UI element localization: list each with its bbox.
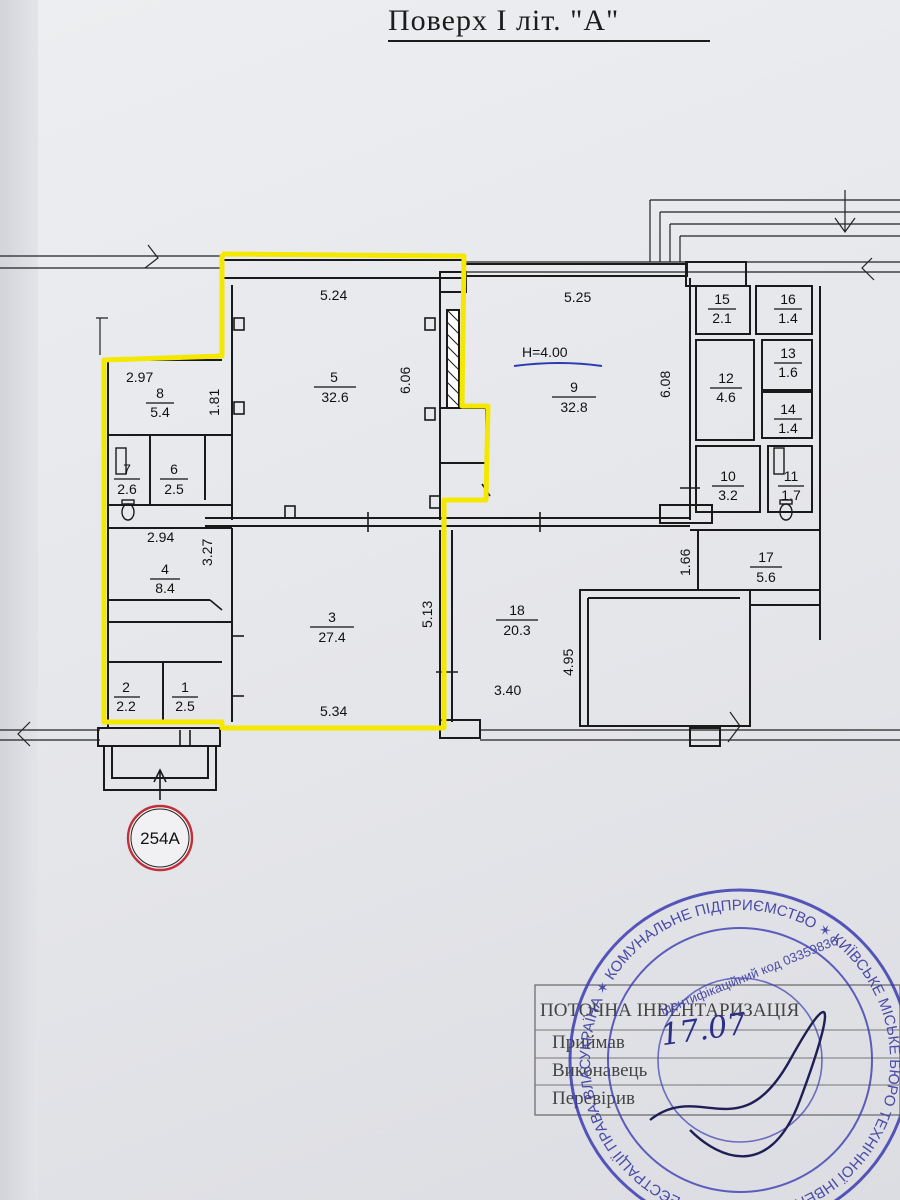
dimension-labels: 5.24 5.25 6.06 6.08 2.97 1.81 2.94 3.27 … [126,287,693,719]
dim-room17-length: 1.66 [677,549,693,576]
room-4-number: 4 [161,561,169,577]
dim-room3-width: 5.34 [320,703,347,719]
dim-room5-width: 5.24 [320,287,347,303]
room-5-area: 32.6 [321,389,348,405]
room-13-area: 1.6 [778,364,798,380]
room-10-number: 10 [720,468,736,484]
room-6-number: 6 [170,461,178,477]
room-10-area: 3.2 [718,487,738,503]
room-areas: 2.5 2.2 27.4 8.4 32.6 2.5 2.6 5.4 32.8 3… [116,310,801,714]
dim-room5-length: 6.06 [397,367,413,394]
highlight-boundary [101,251,491,731]
room-18-area: 20.3 [503,622,530,638]
room-2-area: 2.2 [116,698,136,714]
room-13-number: 13 [780,345,796,361]
dim-room18-length: 4.95 [560,649,576,676]
room-9-number: 9 [570,379,578,395]
room-4-area: 8.4 [155,580,175,596]
room-16-area: 1.4 [778,310,798,326]
dim-room8-length: 1.81 [206,389,222,416]
room-1-area: 2.5 [175,698,195,714]
ceiling-height-label: H=4.00 [522,344,568,360]
room-16-number: 16 [780,291,796,307]
room-3-number: 3 [328,609,336,625]
room-2-number: 2 [122,679,130,695]
entrance-marker-label: 254А [140,829,180,848]
walls [97,259,821,791]
dim-room8-width: 2.97 [126,369,153,385]
dim-room18-width: 3.40 [494,682,521,698]
dim-room4-width: 2.94 [147,529,174,545]
page-fold-shadow [0,0,38,1200]
room-7-area: 2.6 [117,481,137,497]
room-12-area: 4.6 [716,389,736,405]
room-numbers: 1 2 3 4 5 6 7 8 9 10 11 12 13 14 15 16 1… [122,291,798,695]
room-12-number: 12 [718,370,734,386]
room-6-area: 2.5 [164,481,184,497]
room-11-number: 11 [784,468,799,484]
room-3-area: 27.4 [318,629,345,645]
toilet-fixtures [115,447,793,521]
form-executor: Виконавець [552,1060,648,1081]
dim-room4-length: 3.27 [199,539,215,566]
room-17-number: 17 [758,549,774,565]
door-marks [153,317,700,800]
room-15-area: 2.1 [712,310,732,326]
form-header: ПОТОЧНА ІНВЕНТАРИЗАЦІЯ [540,1000,800,1021]
room-15-number: 15 [714,291,730,307]
room-17-area: 5.6 [756,569,776,585]
room-11-area: 1.7 [781,487,801,503]
dim-room9-width: 5.25 [564,289,591,305]
room-5-number: 5 [330,369,338,385]
room-9-area: 32.8 [560,399,587,415]
entrance-marker: 254А [126,804,194,872]
dim-room3-length: 5.13 [419,601,435,628]
height-underline [513,362,603,367]
floor-title: Поверх I літ. "А" [388,4,620,37]
room-1-number: 1 [181,679,189,695]
room-7-number: 7 [123,461,131,477]
dim-room9-length: 6.08 [657,371,673,398]
room-14-area: 1.4 [778,420,798,436]
room-14-number: 14 [780,401,796,417]
title-underline [388,40,710,42]
signature-scribble [649,1010,827,1158]
fraction-bars [114,308,804,698]
room-8-area: 5.4 [150,404,170,420]
room-18-number: 18 [509,602,525,618]
room-8-number: 8 [156,385,164,401]
